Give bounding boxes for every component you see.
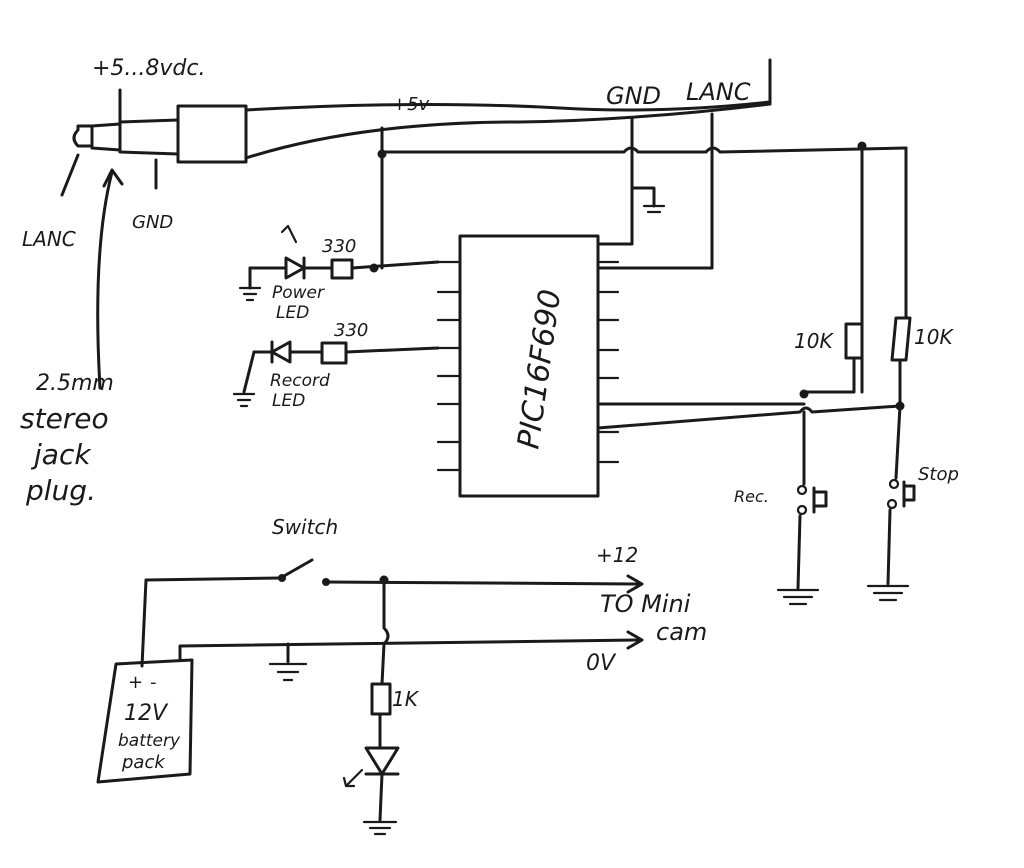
rail-horizontal [380,146,908,154]
plus12-wire [324,580,642,586]
cable-top [244,100,772,112]
record-led [232,340,440,408]
pullup-left [802,322,864,394]
gnd-stub [630,186,656,208]
pullup-left-lead [802,356,856,394]
pullup-left-body [844,322,864,360]
indicator-light-arrow [342,768,364,788]
dest-line2: cam [656,618,707,646]
switch-label: Switch [272,515,338,539]
stop-button-gnd [866,584,910,602]
arrow-head [102,168,124,188]
zero-volt-arrow [626,630,644,650]
battery-box [96,658,194,784]
supply-rail-label: +5v [392,94,430,115]
pullup-right-value: 10K [914,325,954,349]
gnd-wire [596,116,666,246]
record-led-label2: LED [272,391,305,411]
switch-lever [282,558,314,578]
zero-volt-wire [178,638,642,662]
supply-gnd [268,662,308,682]
record-led-gnd [232,392,256,408]
jack-body [176,104,248,164]
lanc-wire-path [596,112,714,270]
battery-line2: battery [118,731,181,751]
jack-desc-line2: stereo [20,402,109,435]
stop-button-label: Stop [918,464,959,485]
pic-label: PIC16F690 [511,287,568,451]
power-led-label1: Power [272,283,325,303]
sleeve-gnd-label: GND [132,212,173,233]
gnd-stub-symbol [642,204,666,214]
stop-button-bottom-wire [886,508,892,586]
battery-minus: - [150,672,157,693]
zero-volt-label: 0V [586,651,617,676]
jack-plug [60,58,772,390]
record-led-wire-c [344,346,440,354]
dest-line1: TO Mini [600,590,691,618]
power-led-triangle [284,256,306,280]
battery-line1: 12V [124,701,169,726]
rec-button-actuator [812,486,828,514]
supply-range-label: +5...8vdc. [92,56,205,81]
stop-button-actuator [902,480,916,508]
power-led [238,224,440,302]
record-led-triangle [270,340,292,364]
button-wiring [596,389,905,430]
power-led-light-arrow [280,224,298,244]
pic-body [458,234,600,498]
indicator-resistor [370,682,392,716]
lanc-wire [596,112,714,270]
power-resistor [330,258,354,280]
indicator-gnd [362,820,398,836]
power-led-label2: LED [276,303,309,323]
power-resistor-value: 330 [322,236,356,257]
cable-lanc-label: LANC [686,78,751,106]
jack-desc-line1: 2.5mm [36,371,114,396]
arrow-shaft [96,170,114,390]
stop-button [866,404,916,602]
record-led-gnd-wire [242,350,256,394]
power-led-wire-c [350,260,440,270]
indicator-led-triangle [364,746,400,776]
jack-ring [90,122,122,152]
indicator-wire-b [378,772,384,822]
rec-button-gnd [776,588,820,606]
jack-desc-line3: jack [30,438,92,471]
lanc-tick [60,153,80,197]
pic-chip [436,234,620,498]
battery-line3: pack [121,752,166,773]
record-resistor [320,341,348,365]
jack-sleeve [118,118,180,156]
pullup-right-body [890,316,912,362]
indicator-resistor-value: 1K [392,687,420,711]
pic-right-pins [596,260,620,464]
tip-lanc-label: LANC [22,227,76,251]
pic-left-pins [436,260,462,472]
stop-button-top-wire [894,404,902,480]
power-led-gnd [238,286,262,302]
record-led-label1: Record [270,371,330,391]
battery-plus: + [128,672,143,693]
cable-bottom [244,102,772,160]
stop-signal-wire [596,404,902,430]
rec-button [776,410,828,606]
plus12-label: +12 [596,543,638,567]
plus12-arrow [626,574,644,594]
battery-plus-wire [140,576,282,668]
pullup-right [890,316,912,406]
record-resistor-value: 330 [334,320,368,341]
pullup-left-value: 10K [794,329,834,353]
gnd-wire-path [596,116,634,246]
cable-gnd-label: GND [606,82,661,110]
power-section [96,558,644,836]
jack-desc-line4: plug. [25,474,96,507]
led-branch-wire [380,578,390,686]
rec-button-label: Rec. [734,487,769,506]
jack-tip [72,124,94,148]
rec-button-bottom-wire [796,514,802,590]
